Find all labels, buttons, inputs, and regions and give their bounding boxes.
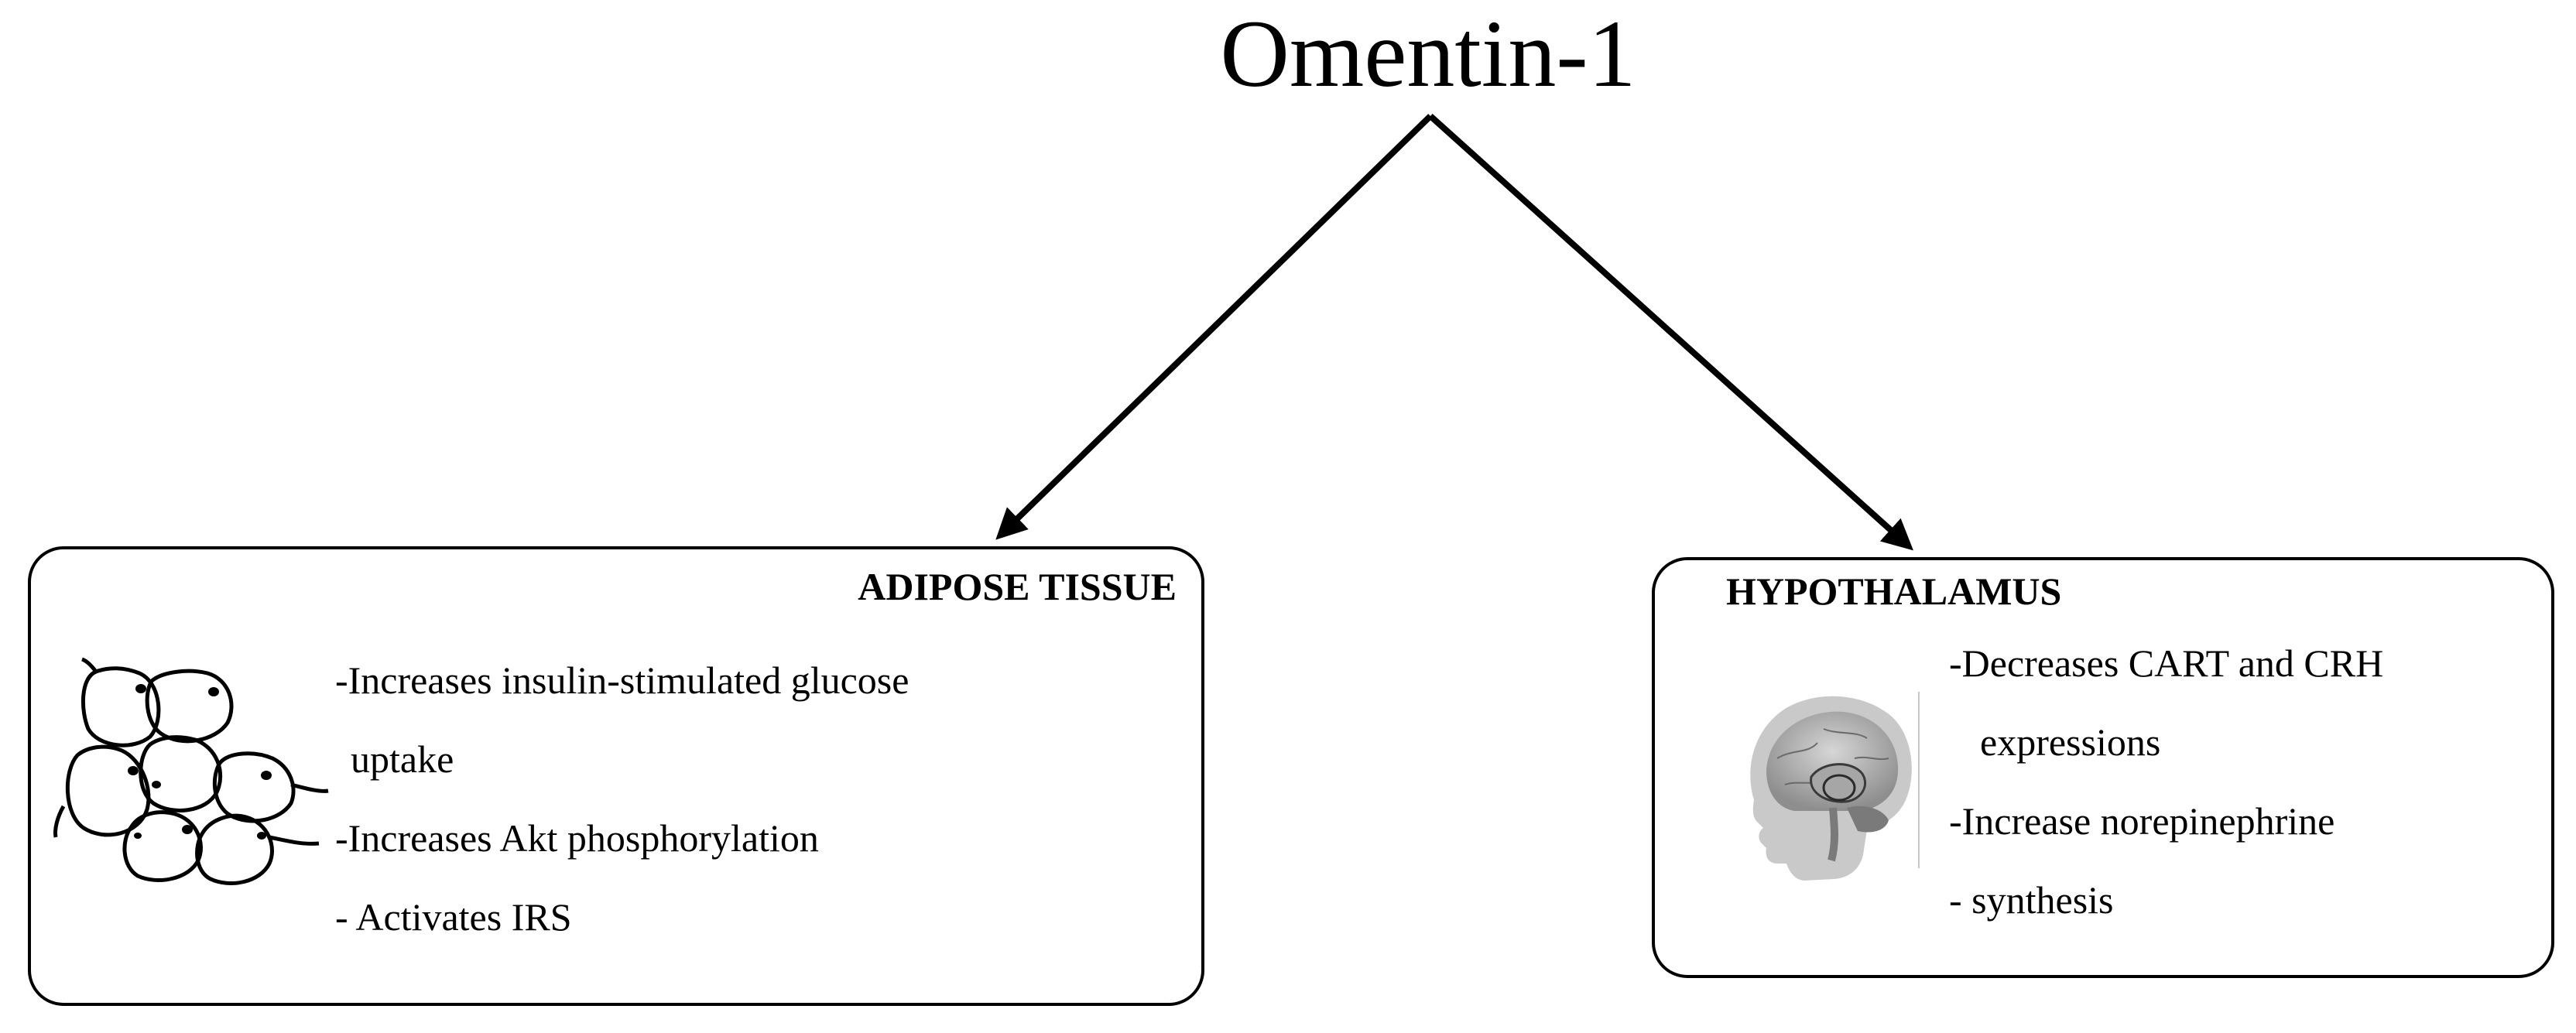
- diagram-title: Omentin-1: [1220, 1, 1636, 107]
- adipose-effect-1: -Increases insulin-stimulated glucose: [335, 658, 909, 702]
- hypothalamus-effect-1-cont: expressions: [1980, 720, 2161, 764]
- adipocytes-icon: [53, 657, 329, 886]
- hypothalamus-effect-2: -Increase norepinephrine: [1949, 799, 2335, 843]
- hypothalamus-effects-list: -Decreases CART and CRH expressions -Inc…: [1949, 624, 2383, 939]
- adipose-effect-1-cont: uptake: [351, 737, 454, 781]
- arrow-to-hypothalamus: [1428, 114, 1913, 551]
- adipose-tissue-title: ADIPOSE TISSUE: [858, 565, 1177, 608]
- adipose-effect-2: -Increases Akt phosphorylation: [335, 816, 819, 860]
- adipose-effect-3: - Activates IRS: [335, 895, 572, 939]
- brain-divider: [1918, 692, 1920, 868]
- arrow-to-adipose: [995, 114, 1433, 540]
- hypothalamus-effect-3: - synthesis: [1949, 878, 2114, 922]
- hypothalamus-box: HYPOTHALAMUS -Decreases CART and CRH exp…: [1652, 557, 2554, 978]
- adipose-effects-list: -Increases insulin-stimulated glucose up…: [335, 641, 909, 956]
- hypothalamus-title: HYPOTHALAMUS: [1726, 570, 2062, 613]
- adipose-tissue-box: ADIPOSE TISSUE -Increases insuli: [28, 546, 1204, 1006]
- brain-icon: [1750, 696, 1912, 881]
- hypothalamus-effect-1: -Decreases CART and CRH: [1949, 641, 2384, 685]
